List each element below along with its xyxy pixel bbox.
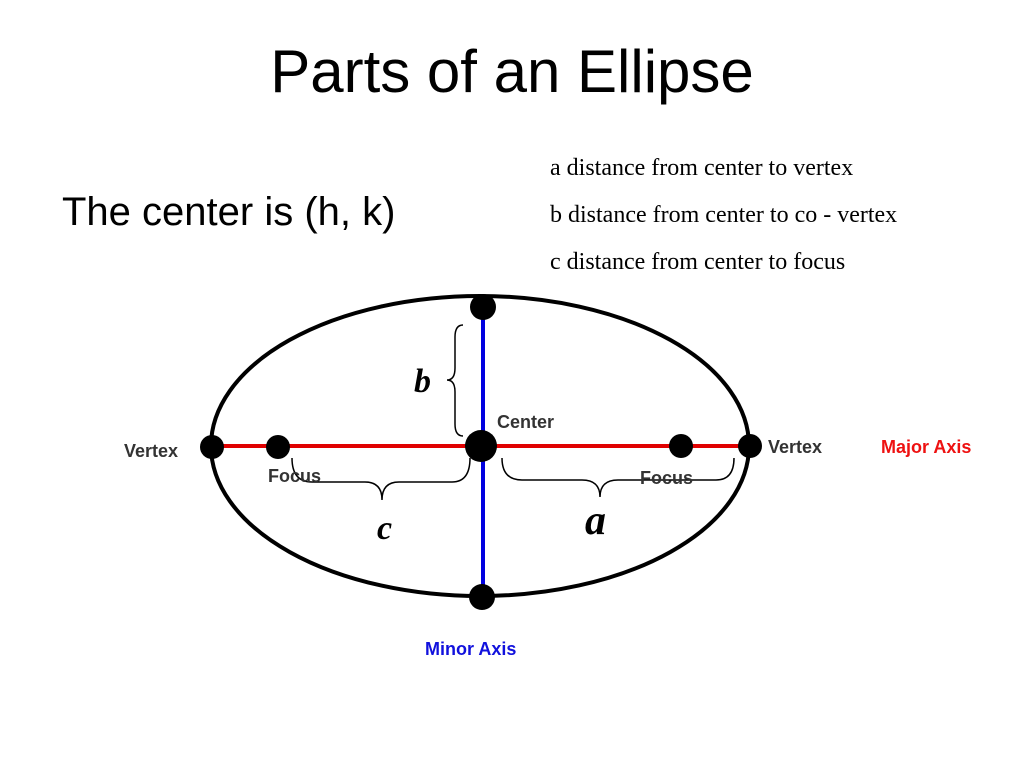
b-label: b <box>414 363 431 400</box>
center-label: Center <box>497 412 554 432</box>
vertex-right-label: Vertex <box>768 437 822 457</box>
major-axis-label: Major Axis <box>881 437 971 457</box>
definition-b: b distance from center to co - vertex <box>550 202 898 228</box>
vertex-left-label: Vertex <box>124 441 178 461</box>
a-label: a <box>585 498 606 544</box>
slide-title: Parts of an Ellipse <box>270 38 754 105</box>
brace-b <box>446 324 464 437</box>
definition-a: a distance from center to vertex <box>550 155 854 181</box>
co-vertex-bottom-point <box>469 584 495 610</box>
c-label: c <box>377 510 392 547</box>
brace-c <box>291 457 471 501</box>
focus-left-label: Focus <box>268 466 321 486</box>
definition-c: c distance from center to focus <box>550 249 846 275</box>
focus-right-label: Focus <box>640 468 693 488</box>
vertex-right-point <box>738 434 762 458</box>
center-point <box>465 430 497 462</box>
center-note: The center is (h, k) <box>62 190 396 234</box>
vertex-left-point <box>200 435 224 459</box>
focus-right-point <box>669 434 693 458</box>
brace-a <box>501 457 735 498</box>
focus-left-point <box>266 435 290 459</box>
minor-axis-label: Minor Axis <box>425 639 516 659</box>
co-vertex-top-point <box>470 294 496 320</box>
definitions-list: a distance from center to vertex b dista… <box>550 153 897 294</box>
